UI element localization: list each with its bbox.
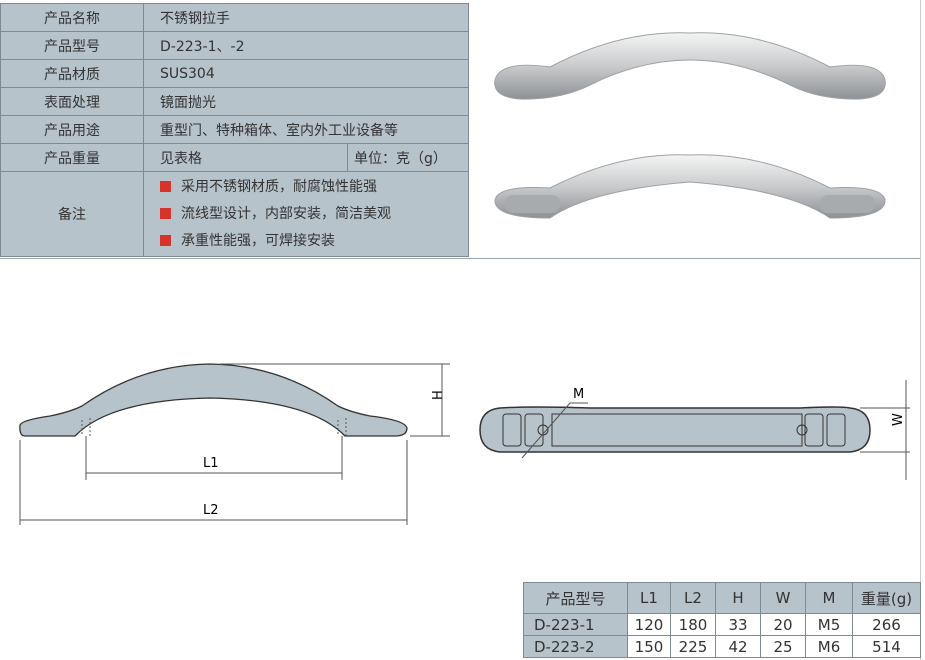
cell: M5 xyxy=(805,613,853,636)
cell: M6 xyxy=(805,635,853,658)
cell: 150 xyxy=(627,635,671,658)
spec-key: 表面处理 xyxy=(0,87,144,116)
column-header: L1 xyxy=(627,582,671,614)
h-label: H xyxy=(431,390,446,400)
note-text: 采用不锈钢材质，耐腐蚀性能强 xyxy=(181,178,377,195)
cell: 266 xyxy=(852,613,921,636)
note-text: 流线型设计，内部安装，简洁美观 xyxy=(181,205,391,222)
column-header: H xyxy=(715,582,761,614)
spec-key: 产品重量 xyxy=(0,143,144,172)
cell: 225 xyxy=(670,635,716,658)
notes-key: 备注 xyxy=(0,171,144,257)
spec-key: 产品型号 xyxy=(0,31,144,60)
table-row: 产品名称不锈钢拉手 xyxy=(0,3,469,32)
cell: D-223-2 xyxy=(523,635,628,658)
bullet-icon xyxy=(160,180,171,192)
product-photo-top xyxy=(494,32,886,100)
bullet-icon xyxy=(160,234,171,246)
side-view-drawing: H L1 L2 xyxy=(19,363,450,525)
spec-key: 产品名称 xyxy=(0,3,144,32)
l1-label: L1 xyxy=(203,456,219,471)
product-photo-bottom xyxy=(494,154,886,219)
column-header: 重量(g) xyxy=(852,582,921,614)
cell: 33 xyxy=(715,613,761,636)
divider xyxy=(920,0,921,660)
note-item: 采用不锈钢材质，耐腐蚀性能强 xyxy=(144,174,468,201)
weight-unit: 单位：克（g） xyxy=(347,143,469,172)
divider xyxy=(0,258,920,259)
spec-value: 见表格 xyxy=(143,143,348,172)
cell: 514 xyxy=(852,635,921,658)
l2-label: L2 xyxy=(203,503,219,518)
top-view-drawing: M W xyxy=(479,380,910,480)
cell: 20 xyxy=(760,613,806,636)
spec-value: SUS304 xyxy=(143,59,469,88)
column-header: W xyxy=(760,582,806,614)
spec-value: 重型门、特种箱体、室内外工业设备等 xyxy=(143,115,469,144)
cell: 42 xyxy=(715,635,761,658)
cell: 180 xyxy=(670,613,716,636)
cell: 120 xyxy=(627,613,671,636)
spec-key: 产品用途 xyxy=(0,115,144,144)
cell: 25 xyxy=(760,635,806,658)
spec-value: 不锈钢拉手 xyxy=(143,3,469,32)
notes-list: 采用不锈钢材质，耐腐蚀性能强 流线型设计，内部安装，简洁美观 承重性能强，可焊接… xyxy=(143,171,469,257)
note-item: 承重性能强，可焊接安装 xyxy=(144,228,468,255)
w-label: W xyxy=(891,413,906,426)
table-row: 产品用途重型门、特种箱体、室内外工业设备等 xyxy=(0,115,469,144)
table-header: 产品型号 L1 L2 H W M 重量(g) xyxy=(523,582,921,614)
spec-value: 镜面抛光 xyxy=(143,87,469,116)
table-row: 产品重量见表格单位：克（g） xyxy=(0,143,469,172)
column-header: L2 xyxy=(670,582,716,614)
spec-value: D-223-1、-2 xyxy=(143,31,469,60)
bullet-icon xyxy=(160,207,171,219)
note-text: 承重性能强，可焊接安装 xyxy=(181,232,335,249)
table-row: 表面处理镜面抛光 xyxy=(0,87,469,116)
cell: D-223-1 xyxy=(523,613,628,636)
column-header: M xyxy=(805,582,853,614)
column-header: 产品型号 xyxy=(523,582,628,614)
m-label: M xyxy=(573,387,584,402)
table-row: 备注 采用不锈钢材质，耐腐蚀性能强 流线型设计，内部安装，简洁美观 承重性能强，… xyxy=(0,171,469,257)
note-item: 流线型设计，内部安装，简洁美观 xyxy=(144,201,468,228)
spec-key: 产品材质 xyxy=(0,59,144,88)
